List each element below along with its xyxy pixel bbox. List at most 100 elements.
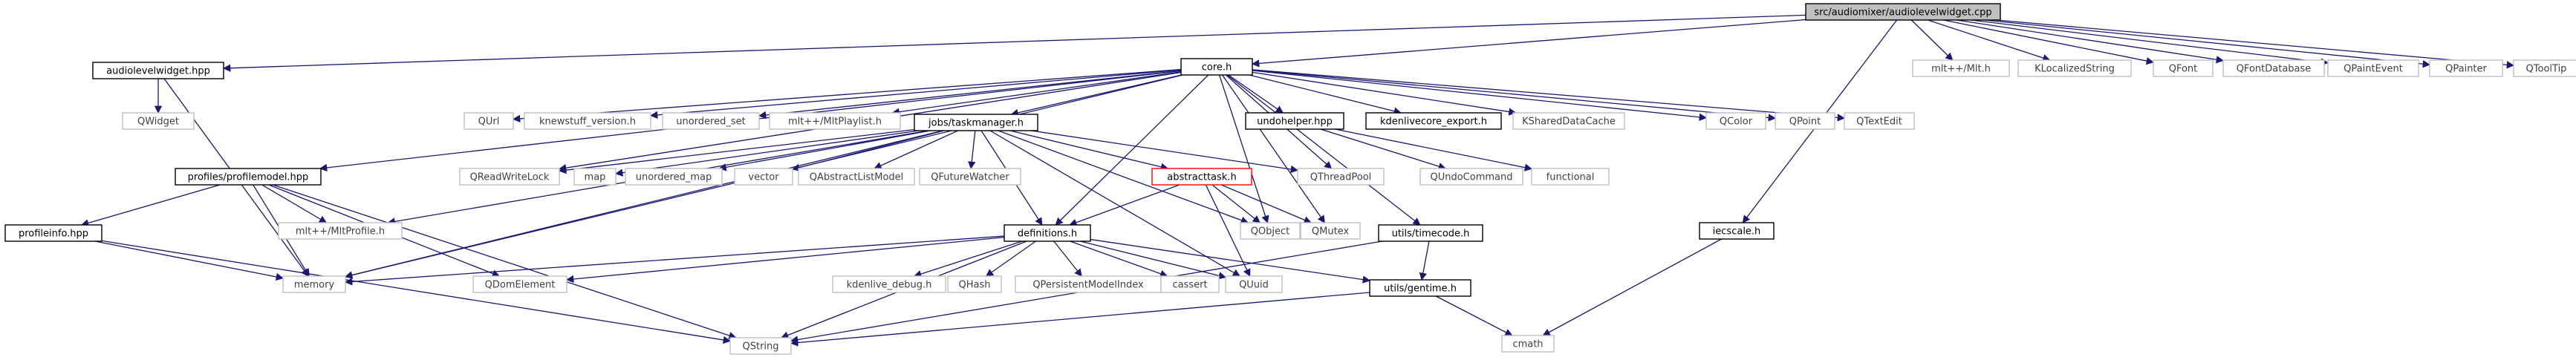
edge-definitions-h-to-memory: [344, 235, 1005, 286]
edge-core-h-to-kdenlivecore-export-h: [1249, 74, 1402, 115]
edge-jobs-taskmanager-h-to-map: [614, 130, 919, 177]
node-utils-timecode-h[interactable]: utils/timecode.h: [1378, 224, 1483, 242]
node-core-h[interactable]: core.h: [1180, 58, 1253, 76]
node-cmath: cmath: [1501, 335, 1555, 353]
node-label: QMutex: [1312, 226, 1350, 238]
edge-core-h-to-qurl: [512, 68, 1182, 123]
node-kdenlivecore-export-h[interactable]: kdenlivecore_export.h: [1365, 112, 1502, 130]
node-profileinfo-hpp[interactable]: profileinfo.hpp: [4, 224, 103, 242]
node-iecscale-h[interactable]: iecscale.h: [1699, 222, 1775, 240]
node-label: utils/timecode.h: [1392, 229, 1470, 240]
node-box: [1240, 222, 1301, 240]
node-label: vector: [748, 172, 779, 183]
node-label: QDomElement: [485, 280, 556, 291]
node-label: QHash: [959, 280, 991, 291]
node-qurl: QUrl: [464, 112, 514, 130]
node-label: QFontDatabase: [2237, 64, 2312, 75]
node-qfont: QFont: [2153, 59, 2214, 77]
node-box: [282, 275, 346, 293]
node-qtextedit: QTextEdit: [1844, 112, 1915, 130]
node-cassert: cassert: [1160, 275, 1220, 293]
edge-definitions-h-to-qdomelement: [565, 236, 1005, 284]
edge-definitions-h-to-qpersistentmodelindex: [1053, 240, 1082, 277]
node-box: [278, 222, 403, 240]
node-label: cassert: [1172, 280, 1207, 291]
node-box: [734, 168, 793, 186]
node-box: [1378, 224, 1483, 242]
node-qcolor: QColor: [1705, 112, 1766, 130]
edge-root-to-qpaintevent: [1971, 19, 2329, 66]
node-quuid: QUuid: [1225, 275, 1283, 293]
node-definitions-h[interactable]: definitions.h: [1004, 224, 1091, 242]
node-qpoint: QPoint: [1775, 112, 1835, 130]
node-box: [1369, 279, 1471, 297]
edge-undohelper-hpp-to-functional: [1335, 128, 1533, 171]
node-abstracttask-h[interactable]: abstracttask.h: [1151, 168, 1252, 186]
node-jobs-taskmanager-h[interactable]: jobs/taskmanager.h: [914, 114, 1038, 131]
node-qdomelement: QDomElement: [472, 275, 567, 293]
node-vector: vector: [734, 168, 793, 186]
node-qmutex: QMutex: [1300, 222, 1361, 240]
node-label: KLocalizedString: [2035, 64, 2115, 75]
node-mltprofile-h: mlt++/MltProfile.h: [278, 222, 403, 240]
node-label: iecscale.h: [1713, 226, 1761, 238]
node-box: [1297, 168, 1385, 186]
node-box: [662, 112, 760, 130]
node-undohelper-hpp[interactable]: undohelper.hpp: [1245, 112, 1344, 130]
node-qhash: QHash: [947, 275, 1002, 293]
node-label: profiles/profilemodel.hpp: [188, 172, 309, 183]
edge-core-h-to-mltplaylist-h: [891, 71, 1182, 116]
node-box: [1419, 168, 1523, 186]
node-label: kdenlive_debug.h: [847, 280, 932, 291]
node-box: [524, 112, 651, 130]
edge-utils-gentime-h-to-qstring: [790, 292, 1370, 347]
node-box: [914, 114, 1038, 131]
edge-jobs-taskmanager-h-to-qfuturewatcher: [968, 130, 976, 170]
edge-utils-gentime-h-to-cmath: [1435, 295, 1513, 336]
node-box: [2017, 59, 2132, 77]
node-label: QPaintEvent: [2344, 64, 2403, 75]
node-label: jobs/taskmanager.h: [928, 118, 1024, 129]
node-box: [1699, 222, 1775, 240]
node-label: QWidget: [137, 117, 179, 128]
node-box: [459, 168, 560, 186]
edge-jobs-taskmanager-h-to-qreadwritelock: [558, 129, 915, 174]
node-label: unordered_set: [676, 117, 745, 128]
node-kshareddatacache: KSharedDataCache: [1512, 112, 1625, 130]
node-box: [122, 112, 195, 130]
node-label: QThreadPool: [1310, 172, 1372, 183]
edge-root-to-qpainter: [1984, 19, 2431, 68]
edge-profileinfo-hpp-to-memory: [94, 240, 284, 281]
node-box: [175, 168, 322, 186]
node-qpersistentmodelindex: QPersistentModelIndex: [1015, 275, 1162, 293]
node-label: mlt++/Mlt.h: [1931, 64, 1991, 75]
node-utils-gentime-h[interactable]: utils/gentime.h: [1369, 279, 1471, 297]
node-box: [1151, 168, 1252, 186]
node-audiolevelwidget-hpp[interactable]: audiolevelwidget.hpp: [92, 62, 224, 79]
edge-jobs-taskmanager-h-to-abstracttask-h: [1009, 130, 1169, 171]
node-knewstuff-version-h: knewstuff_version.h: [524, 112, 651, 130]
node-box: [2429, 59, 2503, 77]
edge-definitions-h-to-utils-gentime-h: [1090, 238, 1371, 284]
node-box: [1004, 224, 1091, 242]
node-qreadwritelock: QReadWriteLock: [459, 168, 560, 186]
edge-jobs-taskmanager-h-to-vector: [791, 130, 945, 171]
edge-core-h-to-qmutex: [1222, 74, 1325, 223]
edge-core-h-to-qcolor: [1252, 70, 1708, 122]
node-box: [92, 62, 224, 79]
node-box: [4, 224, 103, 242]
node-label: core.h: [1202, 62, 1232, 73]
edge-profiles-profilemodel-hpp-to-mltprofile-h: [261, 184, 328, 223]
node-profiles-profilemodel-hpp[interactable]: profiles/profilemodel.hpp: [175, 168, 322, 186]
node-label: mlt++/MltProfile.h: [296, 226, 385, 238]
edge-jobs-taskmanager-h-to-qobject: [998, 130, 1249, 224]
node-label: QUuid: [1239, 280, 1269, 291]
node-box: [919, 168, 1021, 186]
node-label: QToolTip: [2526, 64, 2567, 75]
node-root[interactable]: src/audiomixer/audiolevelwidget.cpp: [1805, 3, 2001, 21]
edge-jobs-taskmanager-h-to-unordered-map: [718, 130, 931, 171]
node-box: [1160, 275, 1220, 293]
node-box: [832, 275, 946, 293]
node-qfontdatabase: QFontDatabase: [2222, 59, 2325, 77]
